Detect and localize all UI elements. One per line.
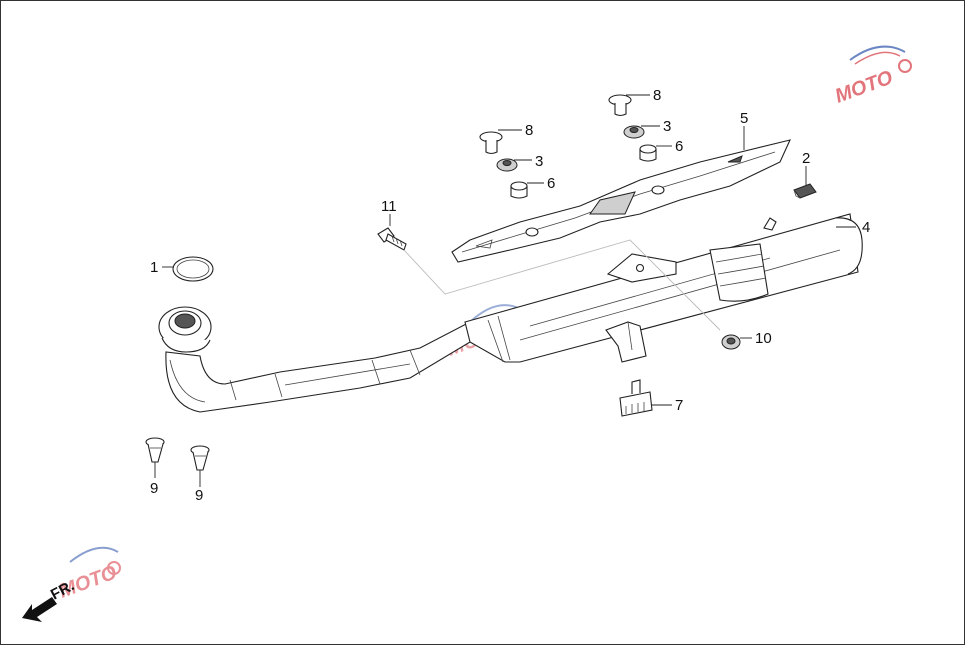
callouts: 1 2 3 3 4 5 6 6 7 8 8 9 9 10 11 [150,87,870,504]
clip [793,183,817,199]
callout-part-5: 5 [740,110,748,127]
callout-part-8-left: 8 [525,122,533,139]
heat-shield [451,139,791,263]
front-arrow-icon [22,597,57,622]
callout-part-9-right: 9 [195,487,203,504]
callout-part-11: 11 [381,198,397,215]
callout-part-3-left: 3 [535,153,543,170]
flange-nut [721,334,741,350]
clip-nut-right [190,445,210,471]
leader-lines [154,94,856,487]
callout-part-6-right: 6 [675,138,683,155]
callout-part-10: 10 [755,330,772,347]
callout-part-7: 7 [675,397,683,414]
watermark-logo-top: MOTO [832,45,912,108]
assembly-phantom-line [403,239,721,331]
exhaust-assembly [158,213,863,413]
spacer-right [639,144,657,162]
callout-part-4: 4 [862,219,870,236]
watermark-text-top: MOTO [832,66,896,107]
callout-part-2: 2 [802,150,810,167]
callout-part-9-left: 9 [150,480,158,497]
callout-part-1: 1 [150,259,158,276]
grommet-right [623,125,645,139]
clip-nut-left [145,437,165,463]
sensor-connector [619,379,653,417]
grommet-left [496,158,518,172]
flange-bolt [377,227,407,251]
callout-part-3-right: 3 [663,118,671,135]
gasket-ring [172,256,214,282]
callout-part-6-left: 6 [547,175,555,192]
collar-bolt-left [479,131,503,155]
callout-part-8-right: 8 [653,87,661,104]
spacer-left [510,181,528,199]
collar-bolt-right [608,94,632,117]
